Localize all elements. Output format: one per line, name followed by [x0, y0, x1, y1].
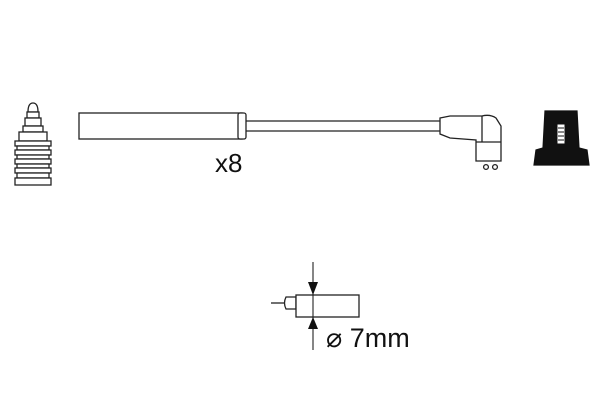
- spark-plug-terminal-icon: [14, 102, 52, 186]
- quantity-label: x8: [215, 148, 242, 178]
- cable-diameter-diagram: [271, 262, 360, 350]
- diameter-label: ⌀ 7mm: [326, 323, 410, 353]
- ignition-cable: [78, 112, 502, 171]
- distributor-cap-terminal-icon: [533, 110, 590, 166]
